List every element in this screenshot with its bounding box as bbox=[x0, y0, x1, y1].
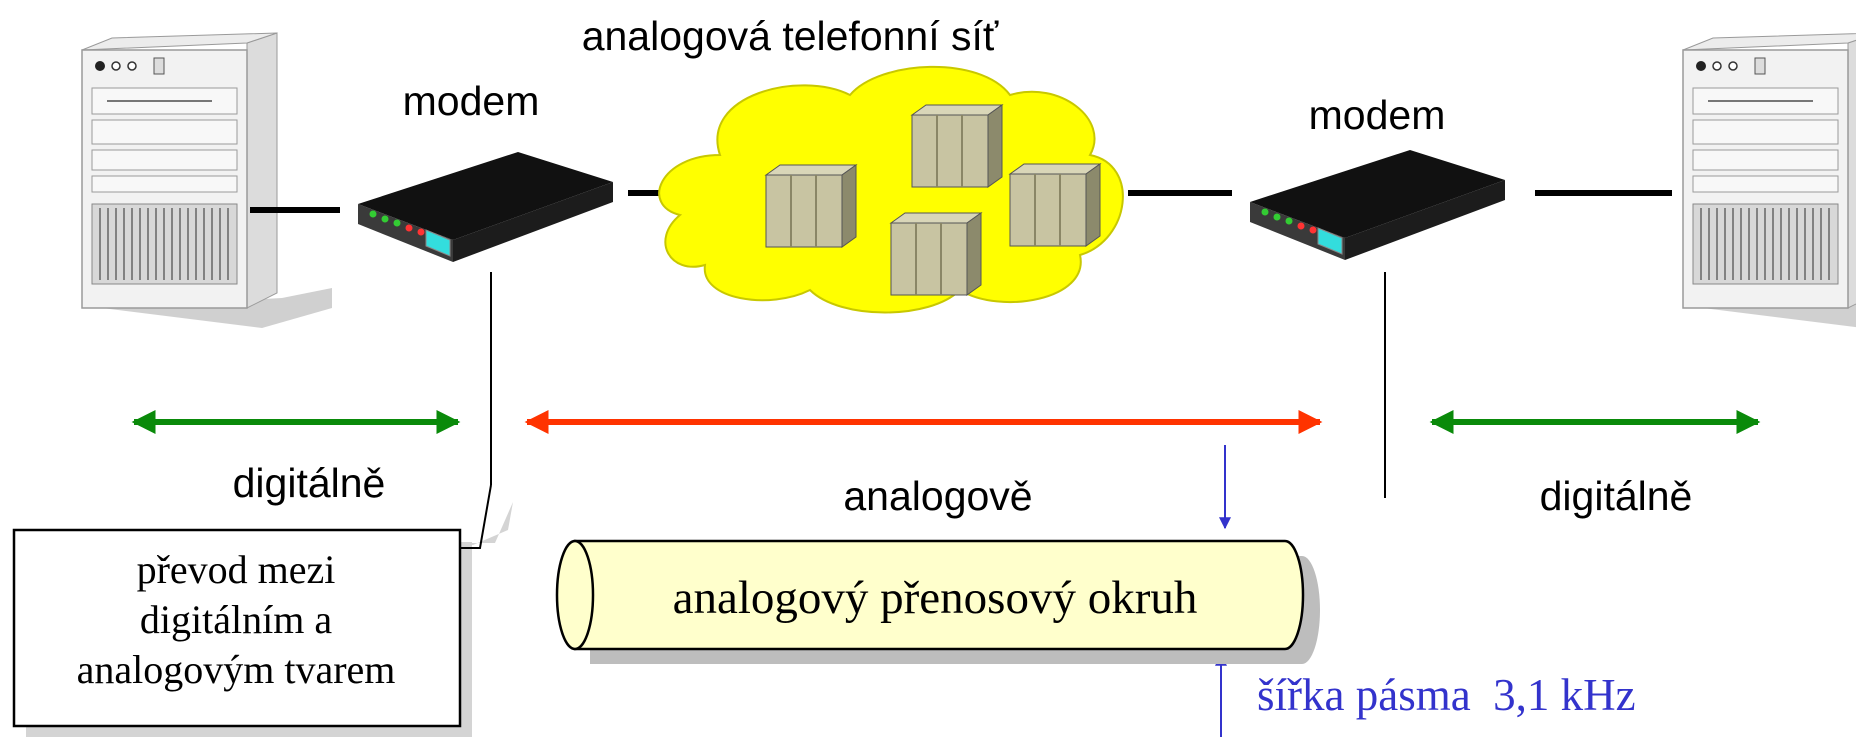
modem-right-label: modem bbox=[1309, 92, 1446, 138]
callout-line: digitálním a bbox=[139, 597, 333, 642]
modem-right bbox=[1249, 149, 1506, 261]
conversion-callout bbox=[12, 484, 513, 737]
digital-left-label: digitálně bbox=[233, 460, 386, 506]
callout-line: převod mezi bbox=[136, 547, 336, 592]
bandwidth-label: šířka pásma 3,1 kHz bbox=[1257, 670, 1636, 720]
connection-lines bbox=[250, 190, 1672, 213]
circuit-label: analogový přenosový okruh bbox=[673, 572, 1198, 624]
modem-left-label: modem bbox=[403, 78, 540, 124]
callout-line: analogovým tvarem bbox=[76, 647, 396, 692]
conversion-callout-text: převod mezi digitálním a analogovým tvar… bbox=[14, 545, 458, 695]
modem-left bbox=[357, 151, 614, 263]
digital-right-label: digitálně bbox=[1540, 473, 1693, 519]
analog-circuit-cylinder bbox=[555, 539, 1320, 664]
analog-label: analogově bbox=[843, 473, 1032, 519]
server-left bbox=[81, 32, 333, 329]
telephone-network-cloud bbox=[658, 65, 1124, 314]
server-right bbox=[1682, 32, 1856, 329]
network-label: analogová telefonní síť bbox=[582, 13, 999, 59]
